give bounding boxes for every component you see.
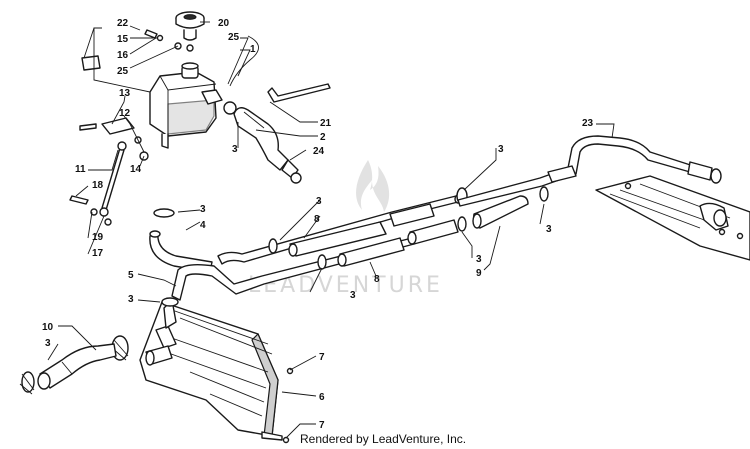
radiator-cap [175, 11, 205, 41]
callout-3: 3 [232, 144, 238, 155]
callout-13: 13 [119, 88, 131, 99]
callout-6: 6 [319, 392, 325, 403]
callout-7: 7 [319, 420, 325, 431]
callout-8: 8 [314, 214, 320, 225]
callout-17: 17 [92, 248, 104, 259]
callout-20: 20 [218, 18, 230, 29]
callout-1: 1 [250, 44, 256, 55]
reservoir-lower-hose [149, 208, 213, 273]
callout-18: 18 [92, 180, 104, 191]
callout-2: 2 [320, 132, 326, 143]
callout-3: 3 [498, 144, 504, 155]
hose-sections [288, 203, 459, 267]
callout-23: 23 [582, 118, 594, 129]
coolant-reservoir [149, 62, 223, 149]
callout-3: 3 [546, 224, 552, 235]
short-hose [472, 195, 529, 229]
callout-3: 3 [316, 196, 322, 207]
callouts: 22 15 16 25 20 25 1 13 12 11 18 19 17 14… [42, 18, 594, 431]
front-heat-exchanger [139, 299, 283, 441]
coolant-tube-rear [457, 135, 713, 207]
reservoir-hose [223, 101, 302, 184]
callout-3: 3 [350, 290, 356, 301]
callout-3: 3 [476, 254, 482, 265]
watermark-flame-icon [356, 160, 390, 212]
front-hose [19, 343, 117, 395]
callout-14: 14 [130, 164, 142, 175]
callout-12: 12 [119, 108, 131, 119]
callout-7: 7 [319, 352, 325, 363]
callout-9: 9 [476, 268, 482, 279]
callout-3: 3 [45, 338, 51, 349]
callout-3: 3 [200, 204, 206, 215]
mounting-bracket [69, 117, 149, 226]
callout-4: 4 [200, 220, 206, 231]
callout-11: 11 [75, 164, 86, 175]
credit-text: Rendered by LeadVenture, Inc. [300, 432, 466, 446]
rear-heat-exchanger [595, 175, 750, 261]
callout-5: 5 [128, 270, 134, 281]
callout-3: 3 [128, 294, 134, 305]
callout-16: 16 [117, 50, 129, 61]
callout-25: 25 [117, 66, 129, 77]
callout-15: 15 [117, 34, 129, 45]
leader-lines [47, 21, 615, 439]
callout-24: 24 [313, 146, 325, 157]
callout-21: 21 [320, 118, 332, 129]
callout-8: 8 [374, 274, 380, 285]
breather-tube [267, 83, 331, 103]
callout-22: 22 [117, 18, 129, 29]
callout-25: 25 [228, 32, 240, 43]
callout-10: 10 [42, 322, 54, 333]
cap-hardware [81, 29, 194, 71]
callout-19: 19 [92, 232, 104, 243]
